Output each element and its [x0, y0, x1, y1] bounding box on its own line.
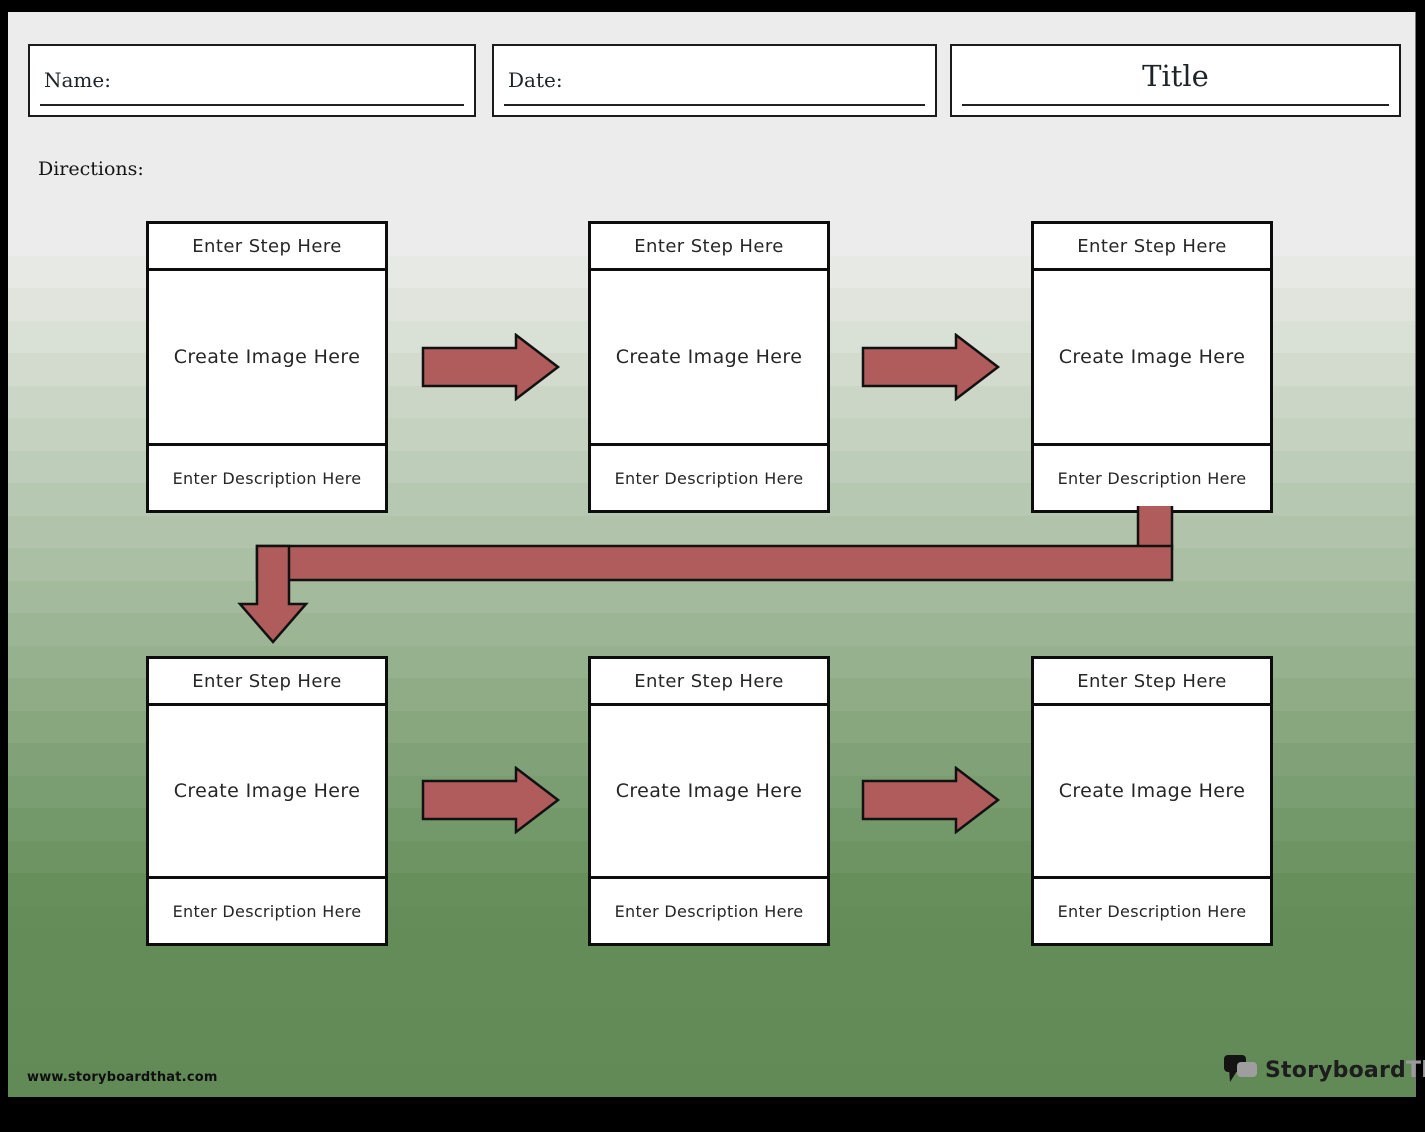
- arrow-right-icon: [421, 766, 561, 834]
- description-cell[interactable]: Enter Description Here: [1034, 876, 1270, 943]
- step-card-3: Enter Step Here Create Image Here Enter …: [1031, 221, 1273, 513]
- storyboardthat-logo: StoryboardThat: [1224, 1054, 1425, 1086]
- step-card-6: Enter Step Here Create Image Here Enter …: [1031, 656, 1273, 946]
- speech-bubbles-icon: [1224, 1055, 1257, 1082]
- site-url: www.storyboardthat.com: [27, 1070, 218, 1085]
- step-title-cell[interactable]: Enter Step Here: [1034, 659, 1270, 706]
- page-title: Title: [1142, 59, 1209, 93]
- arrow-right-icon: [861, 766, 1001, 834]
- directions-label: Directions:: [38, 158, 144, 180]
- brand-secondary: That: [1405, 1057, 1425, 1083]
- name-label: Name:: [44, 68, 111, 92]
- description-cell[interactable]: Enter Description Here: [149, 876, 385, 943]
- name-underline: [40, 104, 464, 106]
- step-card-1: Enter Step Here Create Image Here Enter …: [146, 221, 388, 513]
- name-field[interactable]: Name:: [28, 44, 476, 117]
- image-cell[interactable]: Create Image Here: [615, 780, 803, 802]
- title-field[interactable]: Title: [950, 44, 1401, 117]
- connector-arrow-down-icon: [237, 506, 1174, 644]
- brand-primary: Storyboard: [1265, 1057, 1406, 1083]
- step-title-cell[interactable]: Enter Step Here: [1034, 224, 1270, 271]
- step-card-2: Enter Step Here Create Image Here Enter …: [588, 221, 830, 513]
- date-field[interactable]: Date:: [492, 44, 937, 117]
- date-label: Date:: [508, 68, 563, 92]
- description-cell[interactable]: Enter Description Here: [591, 443, 827, 510]
- description-cell[interactable]: Enter Description Here: [591, 876, 827, 943]
- image-cell[interactable]: Create Image Here: [1058, 780, 1246, 802]
- arrow-right-icon: [421, 333, 561, 401]
- image-cell[interactable]: Create Image Here: [615, 346, 803, 368]
- title-underline: [962, 104, 1389, 106]
- step-card-5: Enter Step Here Create Image Here Enter …: [588, 656, 830, 946]
- image-cell[interactable]: Create Image Here: [173, 346, 361, 368]
- step-card-4: Enter Step Here Create Image Here Enter …: [146, 656, 388, 946]
- description-cell[interactable]: Enter Description Here: [149, 443, 385, 510]
- date-underline: [504, 104, 925, 106]
- description-cell[interactable]: Enter Description Here: [1034, 443, 1270, 510]
- step-title-cell[interactable]: Enter Step Here: [149, 659, 385, 706]
- worksheet-page: Name: Date: Title Directions: Enter Step…: [8, 12, 1425, 1097]
- step-title-cell[interactable]: Enter Step Here: [591, 659, 827, 706]
- step-title-cell[interactable]: Enter Step Here: [149, 224, 385, 271]
- arrow-right-icon: [861, 333, 1001, 401]
- step-title-cell[interactable]: Enter Step Here: [591, 224, 827, 271]
- image-cell[interactable]: Create Image Here: [173, 780, 361, 802]
- image-cell[interactable]: Create Image Here: [1058, 346, 1246, 368]
